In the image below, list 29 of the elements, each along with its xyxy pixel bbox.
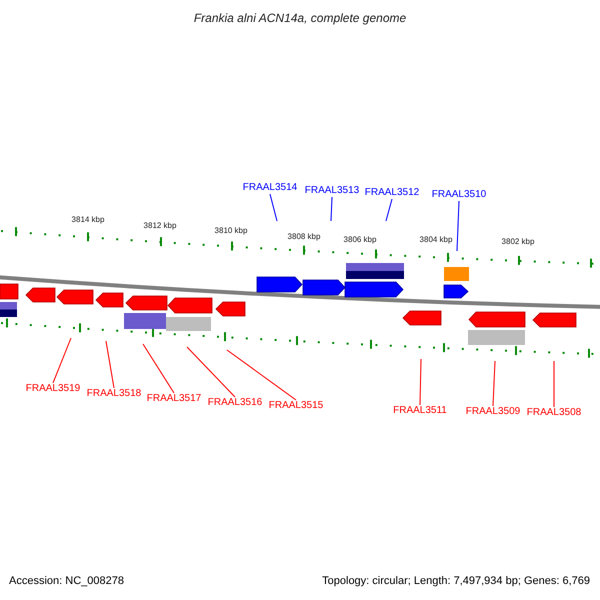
leader-line [142, 344, 174, 394]
genome-stats-text: Topology: circular; Length: 7,497,934 bp; Genes: 6,769 [322, 574, 590, 588]
scale-label: 3810 kbp [214, 226, 248, 236]
scale-label: 3804 kbp [420, 235, 452, 245]
gene-label: FRAAL3510 [427, 189, 491, 201]
gene-label: FRAAL3508 [522, 407, 586, 419]
scale-label: 3814 kbp [72, 215, 104, 225]
gene-label: FRAAL3516 [203, 397, 267, 409]
leader-line [386, 198, 392, 222]
gene-label: FRAAL3509 [461, 406, 525, 418]
scale-label: 3808 kbp [288, 232, 320, 242]
scale-label: 3802 kbp [502, 237, 534, 247]
leader-line [330, 196, 332, 222]
gene-label: FRAAL3514 [238, 182, 302, 194]
gene-label: FRAAL3519 [21, 383, 85, 395]
gene-label: FRAAL3511 [388, 405, 452, 417]
leader-line [420, 358, 422, 406]
leader-line [456, 200, 460, 252]
leader-line [186, 346, 236, 398]
scale-label: 3812 kbp [144, 221, 176, 231]
leader-line [52, 338, 72, 384]
title: Frankia alni ACN14a, complete genome [192, 10, 408, 26]
gene-label: FRAAL3515 [264, 400, 328, 412]
leader-line [270, 194, 278, 222]
leader-line [106, 340, 114, 388]
leader-line [226, 350, 296, 400]
scale-label: 3806 kbp [344, 235, 376, 245]
accession-text: Accession: NC_008278 [9, 574, 124, 588]
leader-line [492, 360, 496, 406]
